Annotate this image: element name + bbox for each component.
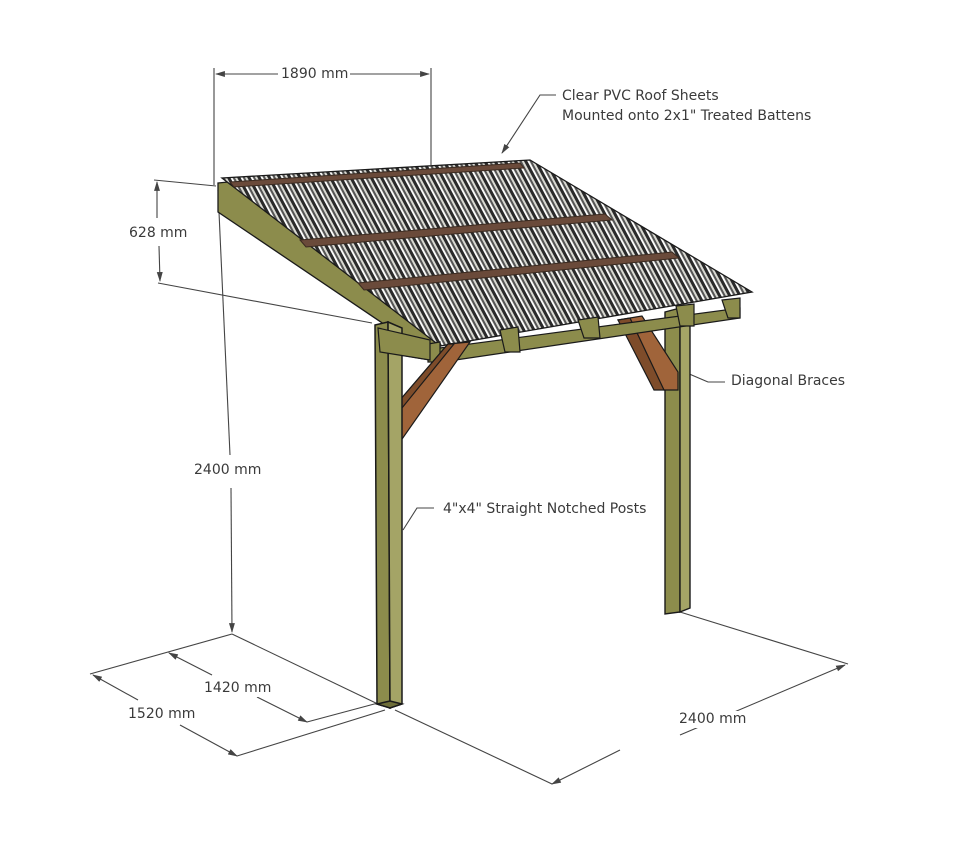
dim-wall-height: 2400 mm (192, 462, 264, 479)
callout-roof-sheets: Clear PVC Roof Sheets (562, 88, 719, 104)
back-diagonal-brace (616, 315, 679, 391)
dim-outer-depth: 1520 mm (126, 706, 198, 723)
dim-roof-width: 1890 mm (279, 66, 351, 83)
roof (217, 159, 754, 364)
dim-length: 2400 mm (677, 711, 749, 728)
callout-roof-battens: Mounted onto 2x1" Treated Battens (562, 108, 812, 124)
callout-diagonal-braces: Diagonal Braces (731, 373, 846, 389)
front-post-notch (377, 327, 431, 361)
back-post (664, 307, 691, 615)
dim-roof-drop: 628 mm (127, 225, 190, 242)
dimension-lines (89, 68, 849, 785)
battens (229, 162, 681, 291)
front-post (374, 320, 405, 710)
rafter-ends (427, 297, 741, 363)
dim-inner-depth: 1420 mm (202, 680, 274, 697)
callout-posts: 4"x4" Straight Notched Posts (443, 501, 647, 517)
